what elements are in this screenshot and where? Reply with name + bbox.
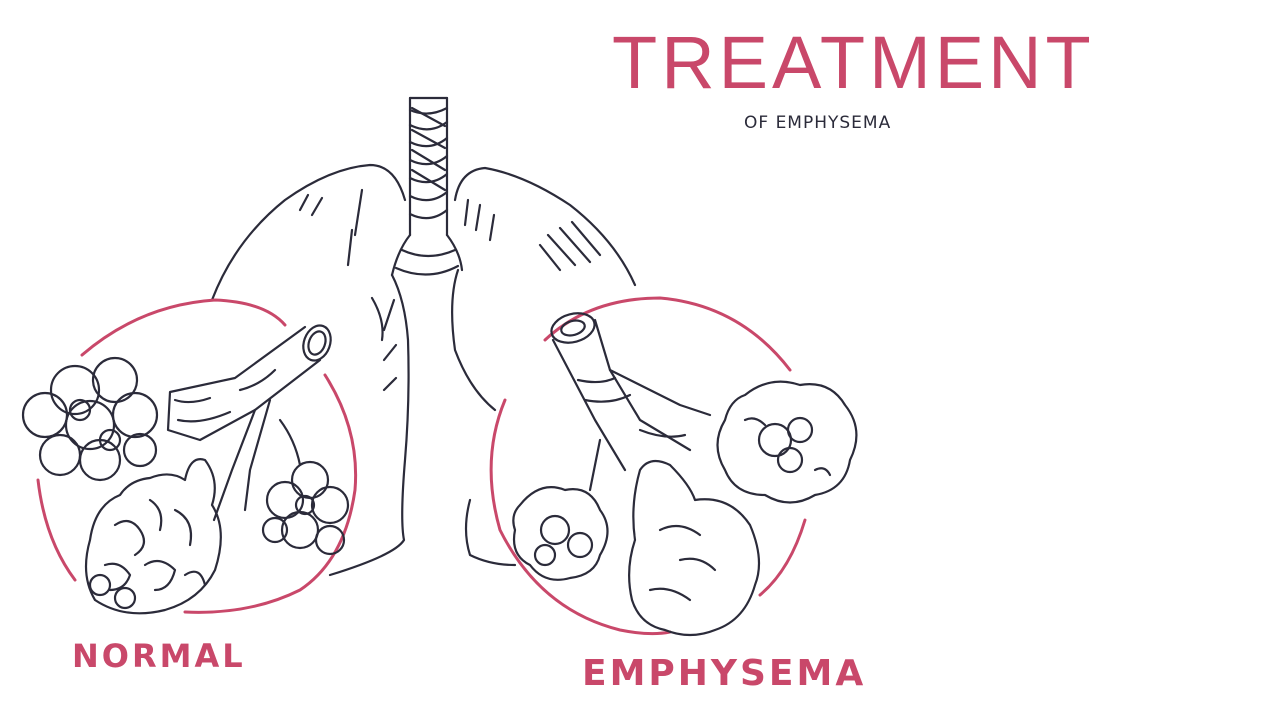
normal-alveolar-sac — [84, 458, 222, 615]
emphysema-label: EMPHYSEMA — [582, 653, 867, 694]
left-lung — [210, 163, 410, 577]
diagram-title: TREATMENT — [612, 21, 1095, 104]
normal-label: NORMAL — [72, 637, 246, 675]
diagram-subtitle: OF EMPHYSEMA — [744, 113, 892, 133]
emphysema-alveoli-cluster-right — [716, 380, 858, 504]
trachea — [390, 96, 464, 277]
normal-alveoli-cluster-right — [261, 460, 350, 556]
emphysema-enlarged-sac — [628, 459, 761, 637]
right-lung — [451, 166, 637, 567]
emphysema-bronchiole — [550, 312, 712, 492]
normal-bronchiole — [166, 324, 332, 522]
emphysema-zoom-circle — [489, 296, 807, 636]
emphysema-alveoli-cluster-left — [512, 486, 609, 581]
normal-zoom-circle — [36, 298, 358, 614]
normal-alveoli-cluster-left — [21, 356, 159, 482]
